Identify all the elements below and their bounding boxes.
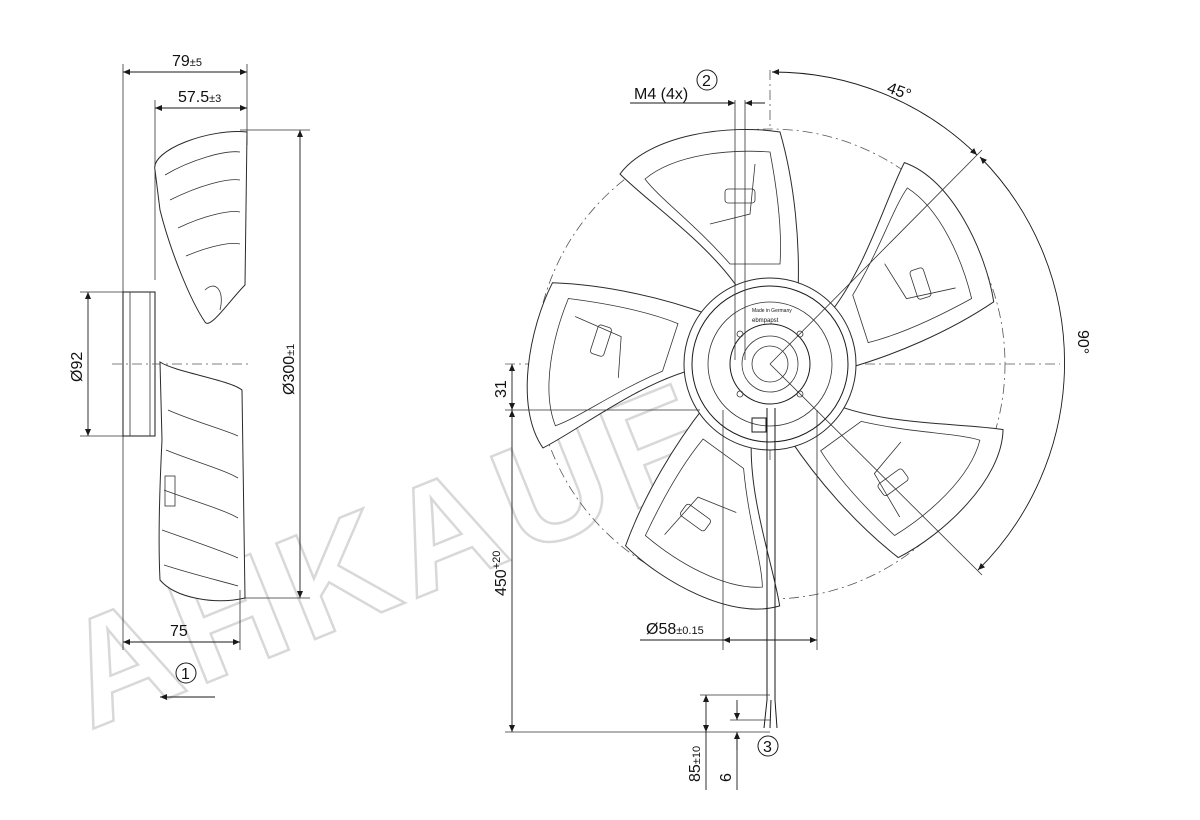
hub-label-made-in: Made in Germany: [752, 308, 792, 314]
front-view: Made in Germany ebmpapst M4 (4x) 2 45° 9…: [491, 68, 1091, 790]
dim-wire-end: 6: [718, 773, 735, 782]
dim-cable-length: 450+20: [491, 551, 510, 596]
callout-thread: 2: [702, 73, 711, 90]
dim-bottom: 75: [170, 623, 188, 640]
thread-label: M4 (4x): [634, 86, 688, 103]
dim-hub-diameter: Ø92: [69, 352, 86, 382]
dim-offset: 31: [493, 380, 510, 398]
callout-cable: 3: [763, 739, 772, 756]
dim-outer-diameter: Ø300±1: [281, 344, 298, 395]
callout-airflow: 1: [181, 666, 190, 683]
dim-depth-inner: 57.5±3: [178, 89, 221, 106]
hub-label-brand: ebmpapst: [752, 318, 779, 324]
cable: [763, 408, 778, 729]
angle-90: 90°: [1074, 330, 1091, 354]
side-view: 79±5 57.5±3 Ø300±1 Ø92: [69, 53, 310, 700]
dim-strip-length: 85±10: [687, 746, 704, 782]
dim-depth-total: 79±5: [172, 53, 202, 70]
dim-bore: Ø58±0.15: [646, 621, 704, 638]
angle-45: 45°: [885, 80, 914, 104]
